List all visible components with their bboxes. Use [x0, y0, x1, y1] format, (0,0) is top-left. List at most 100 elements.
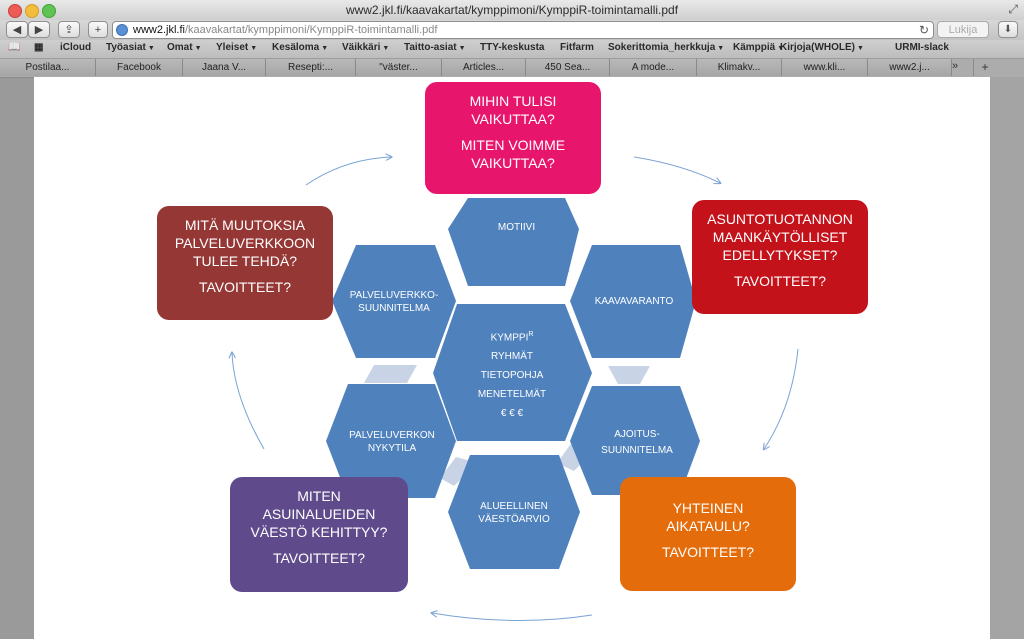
hexagon-motiivi	[448, 198, 579, 286]
center-line: € € €	[500, 408, 524, 420]
hexagon-palvelusuunnitelma	[332, 245, 456, 358]
hexagon-nykytila	[326, 384, 456, 498]
reading-list-icon[interactable]: 📖	[8, 42, 21, 53]
bookmark-item[interactable]: Fitfarm	[560, 42, 594, 53]
bookmark-item[interactable]: Kämppiä▼	[733, 42, 784, 53]
close-window-button[interactable]	[8, 4, 22, 18]
cycle-arrow	[764, 348, 799, 449]
url-text[interactable]: www2.jkl.fi/kaavakartat/kymppimoni/Kympp…	[133, 24, 437, 36]
chevron-down-icon: ▼	[321, 45, 329, 52]
bookmark-item[interactable]: Väikkäri▼	[342, 42, 389, 53]
bookmark-item[interactable]: iCloud	[60, 42, 91, 53]
cycle-arrow	[232, 353, 265, 450]
hex-label-ajoitus: AJOITUS- SUUNNITELMA	[601, 429, 673, 456]
browser-tab[interactable]: Resepti:...	[266, 59, 356, 76]
browser-tab[interactable]: A mode...	[610, 59, 697, 76]
bookmark-label: Taitto-asiat	[404, 42, 457, 53]
chevron-down-icon: ▼	[458, 45, 466, 52]
bookmark-item[interactable]: URMI-slack	[895, 42, 949, 53]
bookmark-label: URMI-slack	[895, 42, 949, 53]
chevron-down-icon: ▼	[194, 45, 202, 52]
browser-toolbar: ◀ ▶ ⇪ + www2.jkl.fi/kaavakartat/kymppimo…	[0, 20, 1024, 40]
window-title: www2.jkl.fi/kaavakartat/kymppimoni/Kympp…	[345, 3, 679, 17]
browser-tab[interactable]: "väster...	[356, 59, 442, 76]
share-button[interactable]: ⇪	[58, 21, 80, 38]
browser-tab[interactable]: 450 Sea...	[526, 59, 610, 76]
browser-tab[interactable]: Klimakv...	[697, 59, 782, 76]
bookmark-item[interactable]: Omat▼	[167, 42, 202, 53]
bookmark-item[interactable]: Taitto-asiat▼	[404, 42, 466, 53]
bookmark-item[interactable]: Työasiat▼	[106, 42, 155, 53]
diagram-canvas	[34, 77, 799, 622]
bookmark-item[interactable]: Kesäloma▼	[272, 42, 328, 53]
minimize-window-button[interactable]	[25, 4, 39, 18]
address-bar[interactable]: www2.jkl.fi/kaavakartat/kymppimoni/Kympp…	[112, 21, 934, 39]
center-superscript: R	[528, 331, 534, 338]
hexagon-ajoitus	[570, 386, 700, 495]
hex-connector	[608, 366, 650, 384]
box-right: ASUNTOTUOTANNON MAANKÄYTÖLLISET EDELLYTY…	[692, 200, 868, 314]
browser-tab[interactable]: www.kli...	[782, 59, 868, 76]
globe-icon	[116, 24, 128, 36]
chevron-down-icon: ▼	[857, 45, 864, 52]
box-top-target: MITEN VOIMME VAIKUTTAA?	[460, 137, 566, 171]
bookmark-item[interactable]: Yleiset▼	[216, 42, 257, 53]
top-sites-icon[interactable]: ▦	[34, 42, 44, 53]
hexagon-vaestoarvio	[448, 455, 580, 569]
chevron-down-icon: ▼	[147, 45, 155, 52]
browser-tab[interactable]: Postilaa...	[0, 59, 96, 76]
box-bottom-right-target: TAVOITTEET?	[661, 544, 755, 560]
center-line: TIETOPOHJA	[480, 370, 544, 382]
browser-tab[interactable]: Facebook	[96, 59, 183, 76]
center-title: KYMPPI	[490, 332, 529, 344]
back-button[interactable]: ◀	[6, 21, 28, 38]
hexagon-center	[433, 304, 592, 441]
center-line: KYMPPIR	[454, 325, 570, 347]
box-bottom-left: MITEN ASUINALUEIDEN VÄESTÖ KEHITTYY? TAV…	[230, 477, 408, 592]
hexagon-kaavavaranto	[570, 245, 696, 358]
chevron-down-icon: ▼	[382, 45, 390, 52]
reader-button[interactable]: Lukija	[937, 21, 989, 38]
hex-label-center: KYMPPIR RYHMÄT TIETOPOHJA MENETELMÄT € €…	[454, 325, 570, 423]
reload-icon[interactable]: ↻	[918, 23, 929, 37]
fullscreen-icon[interactable]: ⤢	[1008, 2, 1018, 16]
bookmark-label: Sokerittomia_herkkuja	[608, 42, 716, 53]
bookmark-item[interactable]: Kirjoja(WHOLE)▼	[780, 42, 864, 53]
box-left-target: TAVOITTEET?	[198, 279, 292, 295]
hex-label-vaestoarvio: ALUEELLINEN VÄESTÖARVIO	[478, 501, 550, 525]
chevron-down-icon: ▼	[777, 45, 785, 52]
chevron-down-icon: ▼	[250, 45, 258, 52]
box-bottom-right-question: YHTEINEN AIKATAULU?	[666, 500, 750, 534]
hex-label-nykytila: PALVELUVERKON NYKYTILA	[349, 430, 435, 454]
bookmark-label: Fitfarm	[560, 42, 594, 53]
bookmark-item[interactable]: Sokerittomia_herkkuja▼	[608, 42, 724, 53]
tab-bar: www2.j...www.kli...Klimakv...A mode...45…	[0, 59, 1024, 78]
more-tabs-button[interactable]: »	[952, 60, 959, 72]
window-gutter	[990, 77, 1024, 639]
forward-button[interactable]: ▶	[28, 21, 50, 38]
bookmark-label: iCloud	[60, 42, 92, 53]
window-titlebar: www2.jkl.fi/kaavakartat/kymppimoni/Kympp…	[0, 0, 1024, 21]
url-path: /kaavakartat/kymppimoni/KymppiR-toiminta…	[184, 24, 438, 36]
new-tab-button[interactable]: +	[88, 21, 108, 38]
add-tab-button[interactable]: +	[973, 59, 996, 76]
bookmark-label: Työasiat	[106, 42, 146, 53]
browser-tab[interactable]: Articles...	[442, 59, 526, 76]
box-bottom-right: YHTEINEN AIKATAULU? TAVOITTEET?	[620, 477, 796, 591]
browser-tab[interactable]: www2.j...	[868, 59, 952, 76]
box-bottom-left-target: TAVOITTEET?	[272, 550, 366, 566]
hex-label-kaavavaranto: KAAVAVARANTO	[594, 296, 674, 307]
browser-tab[interactable]: Jaana V...	[183, 59, 266, 76]
chevron-down-icon: ▼	[717, 45, 725, 52]
box-left: MITÄ MUUTOKSIA PALVELUVERKKOON TULEE TEH…	[157, 206, 333, 320]
cycle-arrow	[432, 613, 593, 622]
box-top-question: MIHIN TULISI VAIKUTTAA?	[469, 93, 557, 127]
box-right-target: TAVOITTEET?	[733, 273, 827, 289]
downloads-button[interactable]: ⬇	[998, 21, 1018, 38]
hex-connector	[364, 365, 417, 383]
zoom-window-button[interactable]	[42, 4, 56, 18]
hex-label-motiivi: MOTIIVI	[497, 222, 536, 233]
bookmark-item[interactable]: TTY-keskusta	[480, 42, 544, 53]
box-right-question: ASUNTOTUOTANNON MAANKÄYTÖLLISET EDELLYTY…	[707, 211, 853, 263]
